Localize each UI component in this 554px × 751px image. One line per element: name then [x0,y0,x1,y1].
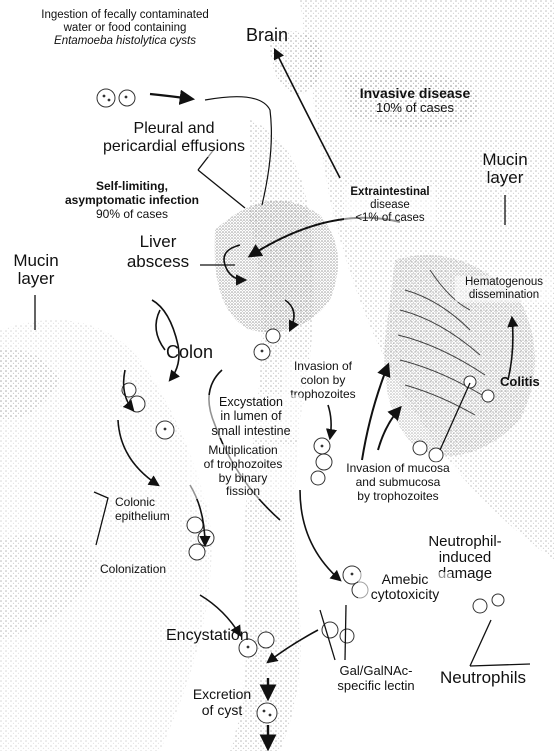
pleural-line-2: pericardial effusions [99,138,249,156]
excretion-line-1: Excretion [184,686,260,702]
multiplication-line-4: fission [189,485,297,499]
self-limiting-line-3: 90% of cases [62,208,202,222]
excretion-line-2: of cyst [184,702,260,718]
lectin-label: Gal/GalNAc- specific lectin [322,664,430,694]
liver-abscess-label: Liver abscess [118,232,198,271]
liver-line-2: abscess [118,252,198,272]
excystation-line-1: Excystation [201,395,301,409]
colonic-epithelium-line-1: Colonic [115,496,170,510]
amebic-line-2: cytotoxicity [359,587,451,602]
arrow-excystation-1 [152,300,179,380]
invasion-colon-line-1: Invasion of [283,360,363,374]
invasion-mucosa-label: Invasion of mucosa and submucosa by trop… [338,462,458,503]
invasive-disease-title: Invasive disease [350,85,480,101]
encystation-label: Encystation [166,627,249,645]
arrow-invasion-mucosa-1 [362,365,388,460]
extraintestinal-line-1: Extraintestinal [345,186,435,199]
amebic-cytotoxicity-label: Amebic cytotoxicity [358,572,452,601]
colonization-label: Colonization [100,563,166,577]
mucin-layer-left-label: Mucin layer [6,252,66,288]
hematogenous-line-1: Hematogenous [456,276,552,289]
multiplication-label: Multiplication of trophozoites by binary… [188,444,298,499]
brain-label: Brain [246,25,288,46]
arrow-invasion-colon [328,405,331,438]
lectin-line-1: Gal/GalNAc- [322,664,430,679]
arrow-to-amebic [300,490,340,580]
neutrophil-damage-line-1: Neutrophil- [415,534,515,550]
colon-label: Colon [166,342,213,363]
ingestion-line-1: Ingestion of fecally contaminated [6,9,244,22]
colonic-epithelium-label: Colonic epithelium [115,496,170,524]
amebic-line-1: Amebic [359,572,451,587]
neutrophils-label: Neutrophils [440,668,526,688]
self-limiting-line-1: Self-limiting, [62,180,202,194]
mucin-right-line-1: Mucin [470,151,540,169]
self-limiting-label: Self-limiting, asymptomatic infection 90… [62,180,202,221]
ingestion-label: Ingestion of fecally contaminated water … [6,9,244,49]
colitis-label: Colitis [500,375,540,390]
multiplication-line-2: of trophozoites [189,458,297,472]
multiplication-line-1: Multiplication [189,444,297,458]
mucin-right-line-2: layer [470,169,540,187]
ingestion-line-2: water or food containing [6,22,244,35]
mucin-left-line-1: Mucin [6,252,66,270]
lectin-line-2: specific lectin [322,679,430,694]
invasion-mucosa-line-1: Invasion of mucosa [339,462,457,476]
excystation-line-2: in lumen of [201,409,301,423]
excystation-line-3: small intestine [201,424,301,438]
liver-line-1: Liver [118,232,198,252]
neutrophil-damage-line-2: induced [415,550,515,566]
self-limiting-line-2: asymptomatic infection [62,194,202,208]
extraintestinal-line-3: <1% of cases [345,212,435,225]
hematogenous-line-2: dissemination [456,289,552,302]
multiplication-line-3: by binary [189,472,297,486]
arrow-ingestion [150,94,192,99]
excystation-label: Excystation in lumen of small intestine [200,395,302,438]
mucin-left-line-2: layer [6,270,66,288]
pleural-line-1: Pleural and [99,120,249,138]
pleural-effusions-label: Pleural and pericardial effusions [98,120,250,157]
invasion-mucosa-line-3: by trophozoites [339,490,457,504]
arrow-excystation-3 [156,310,165,350]
invasion-colon-line-2: colon by [283,374,363,388]
invasive-disease-pct: 10% of cases [350,101,480,116]
colonic-epithelium-line-2: epithelium [115,510,170,524]
invasion-mucosa-line-2: and submucosa [339,476,457,490]
mucin-layer-right-label: Mucin layer [470,151,540,187]
extraintestinal-label: Extraintestinal disease <1% of cases [344,186,436,226]
extraintestinal-line-2: disease [345,199,435,212]
ingestion-line-3: Entamoeba histolytica cysts [6,35,244,48]
excretion-label: Excretion of cyst [184,686,260,718]
invasive-disease-label: Invasive disease 10% of cases [350,85,480,116]
hematogenous-label: Hematogenous dissemination [455,276,553,302]
